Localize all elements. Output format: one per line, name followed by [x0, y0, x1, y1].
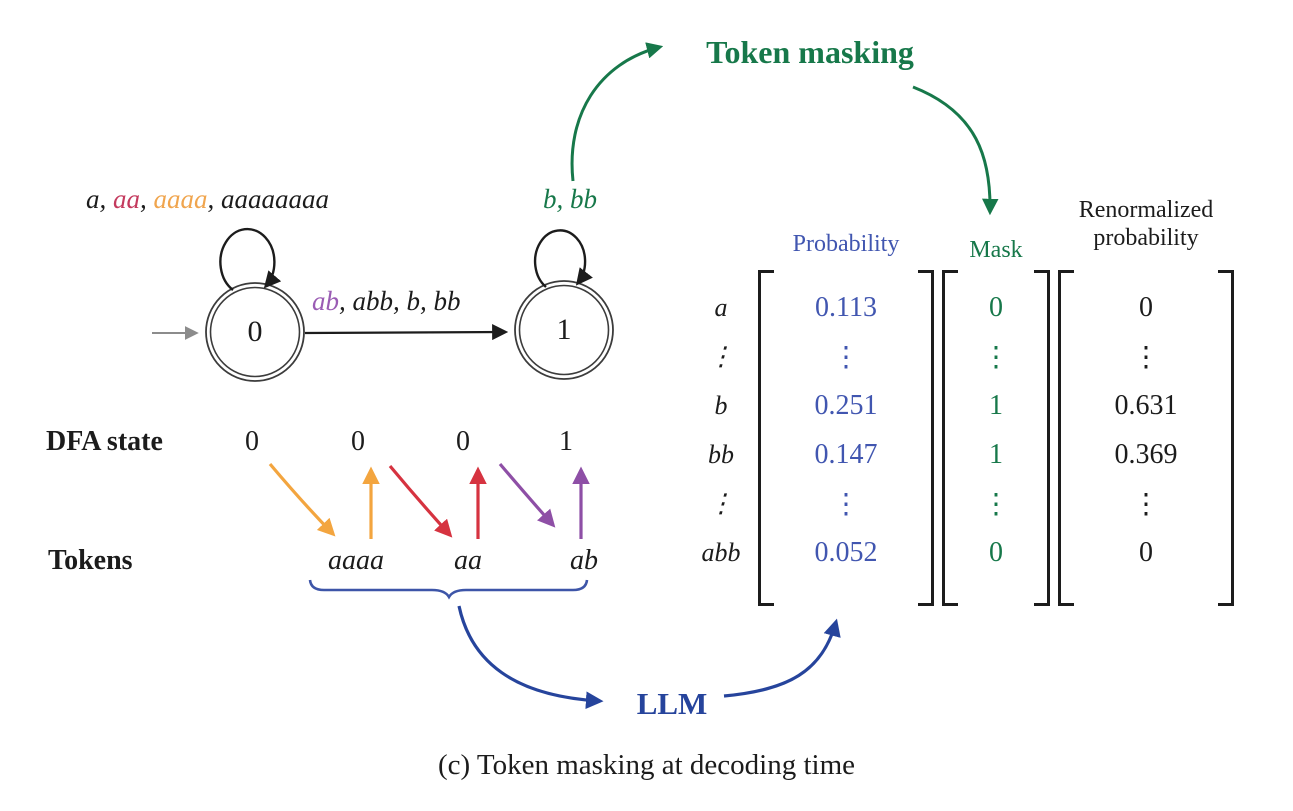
- renormalized-value: ⋮: [1132, 488, 1160, 520]
- matrix-row-labels: a ⋮ b bb ⋮ abb: [693, 270, 749, 606]
- mask-header: Mask: [969, 237, 1023, 263]
- trace-arrow-red-down: [388, 464, 453, 538]
- loop-label-part: aa: [113, 184, 140, 214]
- dfa-transition-label: ab, abb, b, bb: [312, 286, 461, 317]
- trace-token-0: aaaa: [328, 545, 384, 576]
- renormalized-header: Renormalized probability: [1051, 196, 1241, 252]
- loop-label-part: a,: [86, 184, 113, 214]
- probability-matrix: 0.113 ⋮ 0.251 0.147 ⋮ 0.052: [758, 270, 934, 606]
- row-label: b: [714, 390, 728, 420]
- trace-token-2: ab: [570, 545, 598, 576]
- trace-arrow-orange-down: [268, 462, 336, 537]
- loop-label-part: aaaa: [153, 184, 208, 214]
- renormalized-value: ⋮: [1132, 341, 1160, 373]
- mask-value: ⋮: [982, 341, 1010, 373]
- trace-state-3: 1: [559, 426, 573, 457]
- probability-value: 0.113: [815, 291, 877, 323]
- mask-value: 1: [989, 438, 1003, 470]
- trace-state-0: 0: [245, 426, 259, 457]
- mask-value: ⋮: [982, 488, 1010, 520]
- dfa-state1-id: 1: [556, 313, 572, 346]
- dfa-state0-id: 0: [247, 315, 263, 348]
- transition-label-part: , abb, b, bb: [339, 286, 461, 316]
- dfa-state0-circle-inner: [209, 286, 301, 378]
- loop-label-part: , aaaaaaaa: [207, 184, 330, 214]
- dfa-state1-circle-inner: [518, 284, 610, 376]
- trace-state-2: 0: [456, 426, 470, 457]
- row-label: ⋮: [708, 341, 734, 371]
- tokens-row-label: Tokens: [48, 545, 133, 576]
- probability-value: 0.147: [814, 438, 878, 470]
- probability-value: ⋮: [832, 341, 860, 373]
- arrow-token-masking-to-mask: [912, 85, 999, 216]
- renormalized-value: 0.631: [1114, 389, 1178, 421]
- dfa-state1-self-loop: [533, 229, 593, 288]
- llm-label: LLM: [636, 686, 708, 721]
- mask-value: 0: [989, 291, 1003, 323]
- probability-value: 0.052: [814, 536, 878, 568]
- probability-value: ⋮: [832, 488, 860, 520]
- dfa-state0-self-loop: [219, 227, 282, 291]
- figure-caption: (c) Token masking at decoding time: [437, 749, 856, 781]
- loop-label-part: ,: [140, 184, 154, 214]
- dfa-state-row-label: DFA state: [46, 426, 163, 457]
- trace-token-1: aa: [454, 545, 482, 576]
- mask-value: 1: [989, 389, 1003, 421]
- renormalized-value: 0: [1139, 291, 1153, 323]
- mask-value: 0: [989, 536, 1003, 568]
- dfa-state0-loop-label: a, aa, aaaa, aaaaaaaa: [86, 184, 329, 215]
- probability-header: Probability: [792, 231, 900, 257]
- dfa-state0-circle-outer: [205, 282, 305, 382]
- trace-state-1: 0: [351, 426, 365, 457]
- renormalized-value: 0.369: [1114, 438, 1178, 470]
- row-label: bb: [708, 439, 734, 469]
- renormalized-header-line1: Renormalized: [1078, 197, 1214, 223]
- renormalized-value: 0: [1139, 536, 1153, 568]
- row-label: ⋮: [708, 488, 734, 518]
- tokens-underbrace: [308, 579, 589, 600]
- dfa-transition-arrow: [304, 324, 509, 341]
- mask-matrix: 0 ⋮ 1 1 ⋮ 0: [942, 270, 1050, 606]
- arrow-llm-to-probability: [723, 618, 841, 698]
- probability-value: 0.251: [814, 389, 878, 421]
- row-label: a: [714, 292, 728, 322]
- token-masking-title: Token masking: [706, 34, 914, 70]
- dfa-state1-circle-outer: [514, 280, 614, 380]
- arrow-to-token-masking: [570, 42, 664, 182]
- renormalized-matrix: 0 ⋮ 0.631 0.369 ⋮ 0: [1058, 270, 1234, 606]
- row-label: abb: [701, 537, 741, 567]
- renormalized-header-line2: probability: [1093, 225, 1199, 251]
- arrow-tokens-to-llm: [457, 605, 604, 709]
- dfa-state1-loop-label: b, bb: [543, 184, 597, 214]
- transition-label-part: ab: [312, 286, 339, 316]
- trace-arrow-purple-down: [498, 462, 556, 528]
